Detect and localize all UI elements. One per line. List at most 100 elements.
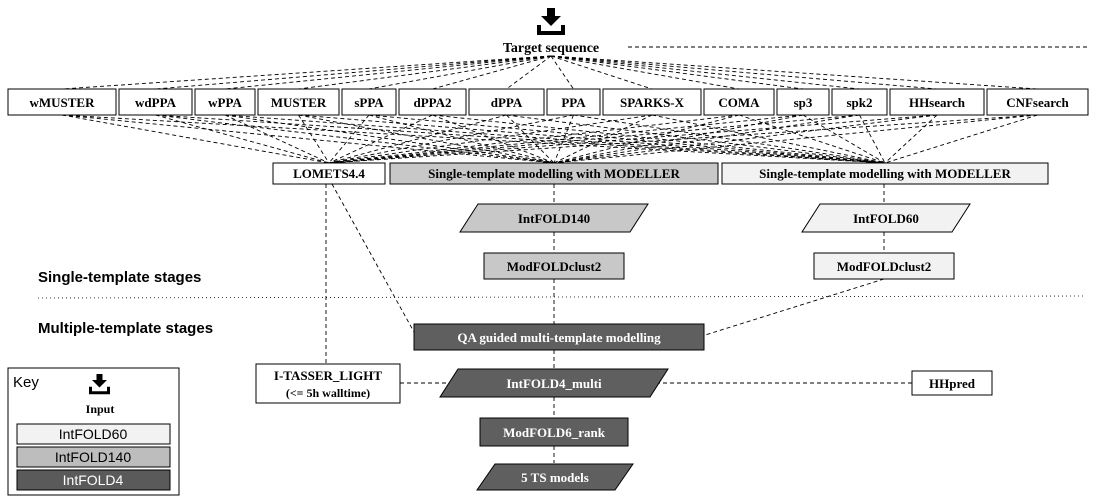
edge-method-modelling xyxy=(328,114,370,164)
key-item-intfold4: IntFOLD4 xyxy=(16,469,171,491)
method-box: SPARKS-X xyxy=(602,88,702,116)
edge-method-modelling xyxy=(368,114,555,164)
ts-models-label: 5 TS models xyxy=(521,470,589,485)
method-box: dPPA xyxy=(468,88,545,116)
method-label: dPPA2 xyxy=(413,95,451,110)
key-item-label: IntFOLD140 xyxy=(55,449,131,465)
stage-separator xyxy=(37,295,1087,299)
method-box: sp3 xyxy=(776,88,830,116)
edge-method-modelling xyxy=(298,114,330,164)
edge-target-method xyxy=(224,55,552,90)
edge-method-modelling xyxy=(155,114,555,164)
modeller-140-label: Single-template modelling with MODELLER xyxy=(428,166,680,181)
key-item-label: IntFOLD60 xyxy=(59,426,128,442)
modfoldclust2-140-box: ModFOLDclust2 xyxy=(483,252,625,280)
edge-method-modelling xyxy=(61,114,330,164)
edge-method-modelling xyxy=(553,114,740,164)
hhpred-box: HHpred xyxy=(911,370,993,396)
edge-method-modelling xyxy=(328,114,938,164)
intfold140-node: IntFOLD140 xyxy=(459,203,649,233)
key-input-icon xyxy=(89,374,110,395)
method-box: PPA xyxy=(546,88,601,116)
method-box: wPPA xyxy=(194,88,256,116)
method-box: dPPA2 xyxy=(398,88,467,116)
method-label: wMUSTER xyxy=(29,95,95,110)
edge-method-modelling xyxy=(573,114,886,164)
edge-method-modelling xyxy=(61,114,555,164)
modeller-60-label: Single-template modelling with MODELLER xyxy=(759,166,1011,181)
edge-method-modelling xyxy=(328,114,804,164)
edge-method-modelling xyxy=(506,114,555,164)
method-label: PPA xyxy=(561,95,586,110)
modfoldclust2-140-label: ModFOLDclust2 xyxy=(507,259,602,274)
download-icon xyxy=(537,8,565,35)
intfold4-multi-label: IntFOLD4_multi xyxy=(506,376,602,391)
method-box: HHsearch xyxy=(889,88,985,116)
edge-target-method xyxy=(550,55,653,90)
edge-method-modelling xyxy=(298,114,555,164)
qa-guided-label: QA guided multi-template modelling xyxy=(457,330,661,345)
intfold60-label: IntFOLD60 xyxy=(853,211,919,226)
edge-method-modelling xyxy=(884,114,938,164)
edge-method-modelling xyxy=(224,114,330,164)
method-label: SPARKS-X xyxy=(620,95,685,110)
modfoldclust2-60-box: ModFOLDclust2 xyxy=(813,252,955,280)
lomets-box: LOMETS4.4 xyxy=(272,162,386,185)
itasser-walltime: (<= 5h walltime) xyxy=(286,386,370,400)
key-panel: Key Input IntFOLD60 IntFOLD140 IntFOLD4 xyxy=(7,367,180,496)
method-label: spk2 xyxy=(846,95,872,110)
modfold6-rank-label: ModFOLD6_rank xyxy=(503,425,606,440)
edge-method-modelling xyxy=(884,114,1038,164)
hhpred-label: HHpred xyxy=(929,376,976,391)
itasser-box: I-TASSER_LIGHT (<= 5h walltime) xyxy=(255,363,401,404)
stage-multi-label: Multiple-template stages xyxy=(38,320,213,337)
stage-single-label: Single-template stages xyxy=(38,269,201,286)
intfold4-multi-node: IntFOLD4_multi xyxy=(439,368,669,398)
edge-target-method xyxy=(506,55,552,90)
edge-method-modelling xyxy=(368,114,886,164)
intfold140-label: IntFOLD140 xyxy=(518,211,590,226)
edge-method-modelling xyxy=(328,114,860,164)
modeller-140-box: Single-template modelling with MODELLER xyxy=(389,162,719,185)
key-item-label: IntFOLD4 xyxy=(63,472,124,488)
lomets-label: LOMETS4.4 xyxy=(293,166,365,181)
method-box: spk2 xyxy=(831,88,888,116)
edge-method-modelling xyxy=(553,114,574,164)
edge-target-method xyxy=(550,55,860,90)
edge-method-modelling xyxy=(859,114,886,164)
edge-target-method xyxy=(368,55,552,90)
edges-target-to-methods xyxy=(61,55,1038,90)
edge-target-method xyxy=(550,55,1038,90)
edge-target-method xyxy=(550,55,804,90)
edge-method-modelling xyxy=(61,114,886,164)
edge-target-method xyxy=(155,55,552,90)
method-label: wPPA xyxy=(208,95,242,110)
edge-method-modelling xyxy=(506,114,886,164)
edge-method-modelling xyxy=(328,114,1038,164)
method-label: HHsearch xyxy=(909,95,966,110)
edge-lomets-qa xyxy=(331,183,415,333)
edge-method-modelling xyxy=(224,114,886,164)
edge-clust60-qa xyxy=(701,278,885,337)
edge-method-modelling xyxy=(651,114,886,164)
method-label: sPPA xyxy=(354,95,384,110)
key-item-intfold140: IntFOLD140 xyxy=(16,446,171,468)
edge-method-modelling xyxy=(155,114,330,164)
edge-target-method xyxy=(61,55,552,90)
key-input-label: Input xyxy=(86,402,115,416)
method-box: COMA xyxy=(703,88,775,116)
method-label: dPPA xyxy=(491,95,523,110)
edge-method-modelling xyxy=(553,114,938,164)
edge-method-modelling xyxy=(432,114,555,164)
modfold6-rank-box: ModFOLD6_rank xyxy=(479,417,629,447)
method-box: MUSTER xyxy=(257,88,340,116)
method-label: CNFsearch xyxy=(1006,95,1069,110)
intfold60-node: IntFOLD60 xyxy=(801,203,971,233)
ts-models-node: 5 TS models xyxy=(476,463,634,491)
method-label: sp3 xyxy=(794,95,813,110)
edge-method-modelling xyxy=(328,114,507,164)
edge-target-method xyxy=(550,55,740,90)
edge-method-modelling xyxy=(328,114,433,164)
